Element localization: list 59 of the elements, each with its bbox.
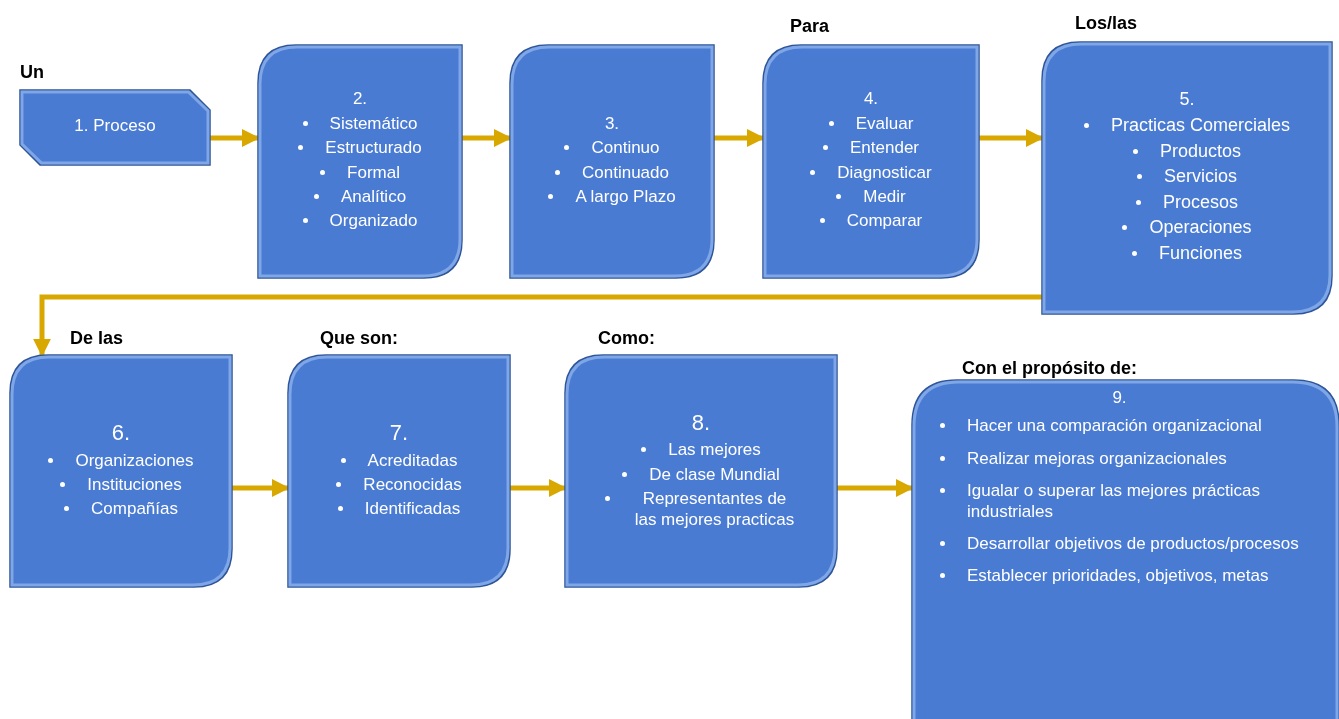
process-box (288, 355, 510, 587)
list-item: Organizado (329, 211, 418, 232)
list-item: De clase Mundial (649, 464, 780, 486)
process-box (510, 45, 714, 278)
step-number: 9. (1111, 388, 1128, 409)
step-number: 2. (352, 89, 368, 110)
list-item: Las mejores (668, 440, 761, 461)
process-box (565, 355, 837, 587)
step-number: 1. Proceso (74, 116, 156, 137)
step-number: 6. (111, 420, 131, 447)
list-item: Reconocidas (363, 475, 462, 496)
list-item: Entender (850, 138, 919, 159)
list-item: Procesos (1162, 191, 1238, 214)
list-item: Compañías (91, 499, 178, 520)
list-item: Medir (863, 186, 906, 208)
list-item: Productos (1159, 140, 1241, 163)
step-number: 4. (863, 89, 879, 110)
list-item: Formal (347, 162, 400, 183)
step-heading: Para (790, 16, 830, 37)
step-heading: Como: (598, 328, 655, 349)
process-box (10, 355, 232, 587)
list-item: Igualar o superar las mejores prácticas industriales (967, 481, 1261, 522)
arrow (33, 294, 1042, 357)
list-item: Servicios (1164, 166, 1237, 188)
step-heading: Con el propósito de: (962, 358, 1137, 379)
process-box (258, 45, 462, 278)
list-item: Evaluar (855, 113, 914, 135)
list-item: Continuado (582, 162, 669, 183)
step-number: 5. (1179, 89, 1195, 111)
list-item: Sistemático (329, 113, 418, 135)
list-item: Practicas Comerciales (1110, 115, 1291, 137)
process-box (912, 380, 1339, 719)
list-item: Acreditadas (367, 450, 458, 471)
list-item: Analítico (340, 186, 407, 208)
list-item: Operaciones (1149, 217, 1252, 239)
list-item: Funciones (1158, 243, 1243, 265)
list-item: Realizar mejoras organizacionales (967, 448, 1227, 470)
step-number: 7. (389, 420, 409, 447)
list-item: Continuo (591, 138, 660, 159)
step-heading: Los/las (1075, 13, 1138, 34)
list-item: Desarrollar objetivos de productos/procesos (967, 533, 1299, 555)
list-item: Organizaciones (75, 450, 194, 471)
list-item: Estructurado (325, 138, 422, 159)
step-heading: De las (70, 328, 124, 349)
process-box (763, 45, 979, 278)
list-item: A largo Plazo (575, 186, 676, 208)
list-item: Hacer una comparación organizacional (967, 416, 1262, 437)
step-number: 8. (691, 410, 711, 437)
list-item: Establecer prioridades, objetivos, metas (967, 566, 1269, 587)
step-heading: Un (20, 62, 44, 83)
list-item: Identificadas (364, 499, 461, 520)
step-heading: Que son: (320, 328, 398, 349)
list-item: Diagnosticar (837, 162, 932, 183)
list-item: Comparar (846, 211, 923, 232)
process-box (1042, 42, 1332, 314)
list-item: Instituciones (87, 475, 182, 496)
list-item: Representantes de las mejores practicas (633, 489, 796, 530)
process-box (20, 90, 210, 165)
step-number: 3. (604, 113, 620, 135)
